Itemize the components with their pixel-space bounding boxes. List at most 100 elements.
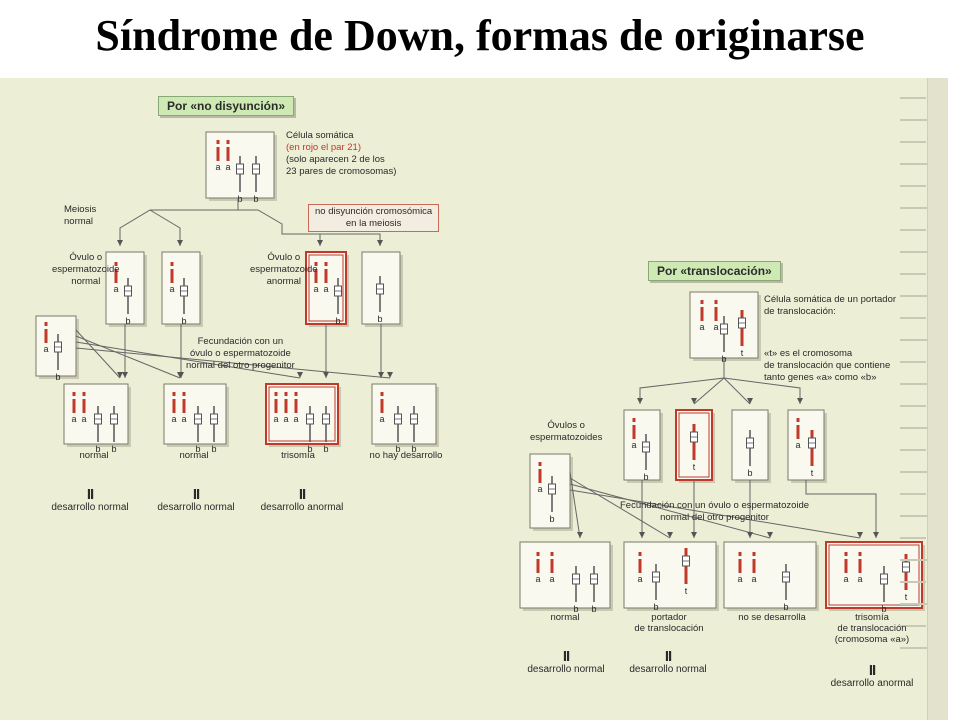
tz4-a2-head xyxy=(858,552,862,556)
meiosis-branch-left xyxy=(119,198,239,246)
tr-fert-4-arrowhead xyxy=(857,532,863,538)
tz3-a1-head xyxy=(738,552,742,556)
tg1-b-label: b xyxy=(643,472,648,482)
left-fertilization-label: Fecundación con un óvulo o espermatozoid… xyxy=(186,336,295,371)
fert-line-4-arrowhead xyxy=(387,372,393,378)
page-title: Síndrome de Down, formas de originarse xyxy=(95,11,865,60)
tz3-a2-label: a xyxy=(751,574,756,584)
tr-branch-2-arrowhead xyxy=(691,398,697,404)
tz2-a-label: a xyxy=(637,574,642,584)
tz1-a2-head xyxy=(550,552,554,556)
drop-4-arrowhead xyxy=(378,372,384,378)
nondisjunction-branch xyxy=(238,209,381,246)
tz2-a-head xyxy=(638,552,642,556)
cc-a2-label: a xyxy=(713,322,718,332)
tr-branch-3 xyxy=(723,377,751,405)
nondisjunction-branch-left-arrowhead xyxy=(317,240,323,246)
tr-drop-1-arrowhead xyxy=(639,532,645,538)
tz3-a1-arm xyxy=(738,559,742,573)
outcome-normal-2: normal xyxy=(179,450,209,461)
tz2-a-arm xyxy=(638,559,642,573)
drop-1-arrowhead xyxy=(122,372,128,378)
outcome-no-development: no hay desarrollo xyxy=(369,450,443,461)
tp-b-label: b xyxy=(549,514,554,524)
tz3-b-label: b xyxy=(783,602,788,612)
nondisjunction-label: no disyunción cromosómica en la meiosis xyxy=(308,204,440,232)
z3-a3-head xyxy=(294,392,298,396)
fert-line-1-arrowhead xyxy=(117,372,123,378)
tr-branch-4-arrowhead xyxy=(797,398,803,404)
page-edge xyxy=(927,78,948,720)
gametes-label: Óvulos o espermatozoides xyxy=(530,420,603,443)
z3-a3-arm xyxy=(294,399,298,413)
g3-b-label: b xyxy=(335,316,340,326)
g1-a-arm xyxy=(114,269,118,283)
z4-a-head xyxy=(380,392,384,396)
tz2-b-label: b xyxy=(653,602,658,612)
tz4-a2-label: a xyxy=(857,574,862,584)
g3-a2-head xyxy=(324,262,328,266)
pg-b-label: b xyxy=(55,372,60,382)
tp-a-arm xyxy=(538,469,542,483)
g3-a1-head xyxy=(314,262,318,266)
tz1-a1-head xyxy=(536,552,540,556)
tr-zygote-trisomy xyxy=(825,541,923,609)
z3-a1-label: a xyxy=(273,414,278,424)
tz4-a1-head xyxy=(844,552,848,556)
tg4-a-arm xyxy=(796,425,800,439)
sc-a1-head xyxy=(216,140,220,144)
tg1-a-head xyxy=(632,418,636,422)
tr-branch-3-arrowhead xyxy=(747,398,753,404)
z1-a2-head xyxy=(82,392,86,396)
fert-line-3 xyxy=(75,341,301,379)
g2-a-head xyxy=(170,262,174,266)
g3-a1-arm xyxy=(314,269,318,283)
tz1-a2-arm xyxy=(550,559,554,573)
outcome-right-normal: normal xyxy=(550,612,580,623)
tr-branch-2 xyxy=(693,377,725,405)
z3-a1-arm xyxy=(274,399,278,413)
fert-line-2 xyxy=(75,335,181,379)
tz4-a1-arm xyxy=(844,559,848,573)
outcome-normal-1: normal xyxy=(79,450,109,461)
gamete-abnormal-2 xyxy=(361,251,401,325)
pg-a-arm xyxy=(44,329,48,343)
tg4-a-label: a xyxy=(795,440,800,450)
z1-b2-label: b xyxy=(111,444,116,454)
tg3-b-label: b xyxy=(747,468,752,478)
sc-b2-label: b xyxy=(253,194,258,204)
z3-a1-head xyxy=(274,392,278,396)
drop-3-arrowhead xyxy=(323,372,329,378)
right-fertilization-label: Fecundación con un óvulo o espermatozoid… xyxy=(620,500,810,523)
z2-a1-arm xyxy=(172,399,176,413)
tr-zygote-trisomy-inner xyxy=(828,544,920,606)
g3-a2-label: a xyxy=(323,284,328,294)
tz3-a1-label: a xyxy=(737,574,742,584)
gamete-abnormal-label: Óvulo o espermatozoide anormal xyxy=(250,252,318,287)
gamete-abnormal-1-inner xyxy=(308,254,344,322)
tg1-a-label: a xyxy=(631,440,636,450)
g1-a-label: a xyxy=(113,284,118,294)
g1-b-label: b xyxy=(125,316,130,326)
tr-drop-4 xyxy=(805,480,877,538)
cc-t-label: t xyxy=(741,348,744,358)
tr-gamete-4 xyxy=(787,409,825,481)
tz4-b-label: b xyxy=(881,604,886,614)
gamete-normal-label: Óvulo o espermatozoide normal xyxy=(52,252,120,287)
g2-a-label: a xyxy=(169,284,174,294)
tr-branch-1-arrowhead xyxy=(637,398,643,404)
z3-b2-label: b xyxy=(323,444,328,454)
tr-fert-1-arrowhead xyxy=(577,532,583,538)
tz4-a1-label: a xyxy=(843,574,848,584)
tz1-b1-label: b xyxy=(573,604,578,614)
z3-a2-head xyxy=(284,392,288,396)
z2-a1-label: a xyxy=(171,414,176,424)
z2-a2-label: a xyxy=(181,414,186,424)
z1-a2-arm xyxy=(82,399,86,413)
z1-a1-head xyxy=(72,392,76,396)
meiosis-normal-label: Meiosis normal xyxy=(64,204,97,227)
z4-b1-label: b xyxy=(395,444,400,454)
t-chromosome-note: «t» es el cromosoma de translocación que… xyxy=(764,348,891,383)
